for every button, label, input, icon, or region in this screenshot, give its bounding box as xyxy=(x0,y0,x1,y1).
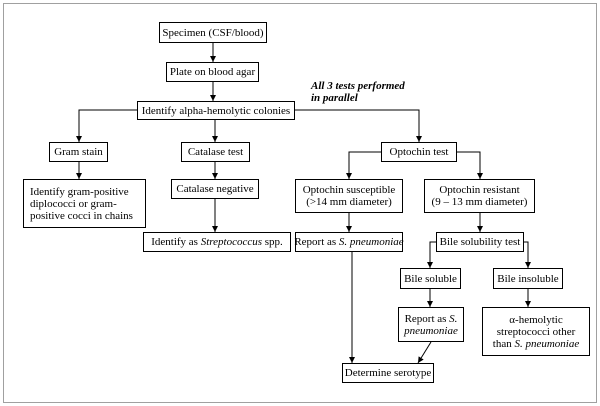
report-line: pneumoniae xyxy=(404,325,458,337)
genus-name: Streptococcus xyxy=(200,236,262,248)
gram-result-line: positive cocci in chains xyxy=(30,209,133,222)
identify-streptococcus-box: Identify as Streptococcus spp. xyxy=(143,232,291,252)
report-pneumoniae-box-right: Report as S. pneumoniae xyxy=(398,307,464,342)
bile-solubility-test-label: Bile solubility test xyxy=(439,236,521,248)
bile-solubility-test-box: Bile solubility test xyxy=(436,232,524,252)
species-name: pneumoniae xyxy=(404,324,458,337)
optochin-susceptible-box: Optochin susceptible (>14 mm diameter) xyxy=(295,179,403,213)
bile-insoluble-box: Bile insoluble xyxy=(493,268,563,289)
catalase-negative-label: Catalase negative xyxy=(176,183,254,195)
alpha-hemolytic-line: streptococci other xyxy=(496,325,576,338)
label-text: Report as xyxy=(404,312,450,325)
bile-soluble-label: Bile soluble xyxy=(404,272,457,285)
parallel-tests-note: All 3 tests performed in parallel xyxy=(311,80,405,104)
alpha-hemolytic-other-box: α-hemolytic streptococci other than S. p… xyxy=(482,307,590,356)
determine-serotype-label: Determine serotype xyxy=(344,367,432,379)
specimen-label: Specimen (CSF/blood) xyxy=(162,26,264,39)
optochin-resistant-box: Optochin resistant (9 – 13 mm diameter) xyxy=(424,179,535,213)
catalase-test-label: Catalase test xyxy=(187,146,244,158)
report-pneumoniae-box: Report as S. pneumoniae xyxy=(294,232,404,252)
optochin-test-label: Optochin test xyxy=(389,146,449,158)
optochin-susceptible-line: Optochin susceptible xyxy=(302,184,396,196)
plate-label: Plate on blood agar xyxy=(169,66,256,78)
specimen-box: Specimen (CSF/blood) xyxy=(159,22,267,43)
parallel-tests-note-line: in parallel xyxy=(311,92,358,104)
report-line: Report as S. xyxy=(405,313,458,325)
species-name: S. pneumoniae xyxy=(338,236,404,248)
label-text: spp. xyxy=(262,236,283,248)
gram-stain-label: Gram stain xyxy=(54,146,103,158)
parallel-tests-note-line: All 3 tests performed xyxy=(311,80,405,92)
gram-result-line: diplococci or gram- xyxy=(30,197,117,210)
gram-result-box: Identify gram-positive diplococci or gra… xyxy=(23,179,146,228)
catalase-test-box: Catalase test xyxy=(181,142,250,162)
identify-streptococcus-label: Identify as Streptococcus spp. xyxy=(151,236,283,248)
label-text: than xyxy=(492,337,515,350)
identify-colonies-box: Identify alpha-hemolytic colonies xyxy=(137,101,295,120)
gram-stain-box: Gram stain xyxy=(49,142,108,162)
species-name: S. xyxy=(449,312,458,325)
alpha-hemolytic-line: α-hemolytic xyxy=(509,313,563,326)
plate-box: Plate on blood agar xyxy=(166,62,259,82)
bile-insoluble-label: Bile insoluble xyxy=(497,272,559,285)
determine-serotype-box: Determine serotype xyxy=(342,363,434,383)
label-text: Identify as xyxy=(151,236,201,248)
optochin-test-box: Optochin test xyxy=(381,142,457,162)
catalase-negative-box: Catalase negative xyxy=(171,179,259,199)
report-pneumoniae-label: Report as S. pneumoniae xyxy=(294,236,403,248)
gram-result-line: Identify gram-positive xyxy=(30,185,129,198)
label-text: Report as xyxy=(294,236,339,248)
diagram-frame xyxy=(3,3,597,403)
alpha-hemolytic-line: than S. pneumoniae xyxy=(493,338,579,350)
species-name: S. pneumoniae xyxy=(514,337,580,350)
optochin-resistant-line: (9 – 13 mm diameter) xyxy=(431,196,528,208)
optochin-susceptible-line: (>14 mm diameter) xyxy=(306,196,392,208)
optochin-resistant-line: Optochin resistant xyxy=(439,184,520,196)
bile-soluble-box: Bile soluble xyxy=(400,268,461,289)
identify-colonies-label: Identify alpha-hemolytic colonies xyxy=(141,104,291,117)
